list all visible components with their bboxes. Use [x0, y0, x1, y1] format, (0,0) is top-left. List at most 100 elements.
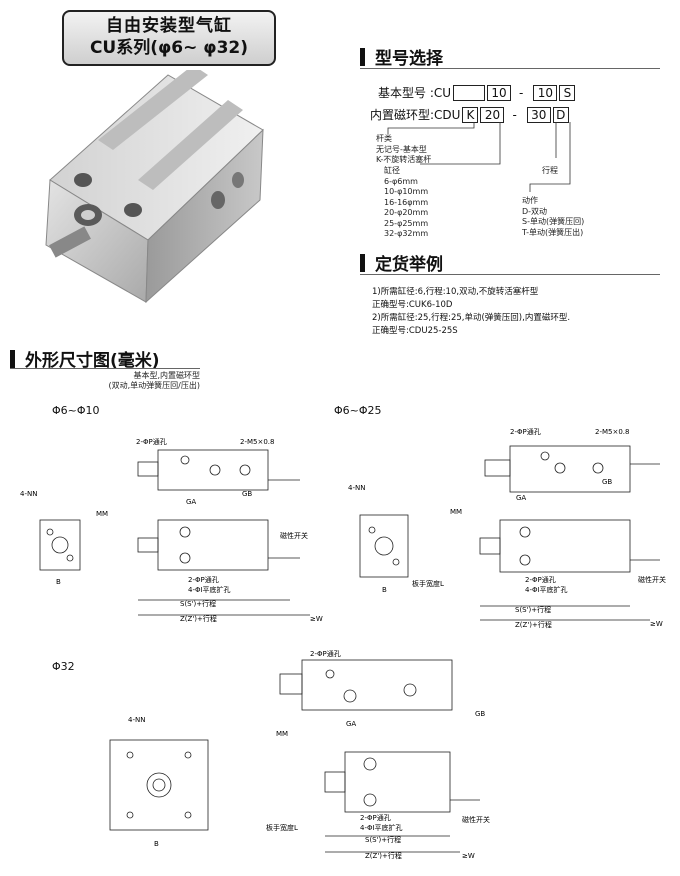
divider	[10, 368, 200, 369]
magnet-model-row: 内置磁环型:CDU K 20 - 30 D	[370, 106, 569, 123]
title-line2: CU系列(φ6~ φ32)	[89, 38, 249, 58]
order-line: 正确型号:CDU25-25S	[372, 326, 458, 336]
action-legend: 动作 D-双动 S-单动(弹簧压回) T-单动(弹簧压出)	[522, 196, 584, 238]
label-through-hole: 2-ΦP通孔	[360, 813, 391, 822]
legend-line: 16-16φmm	[384, 197, 429, 207]
label-through-hole: 2-ΦP通孔	[188, 575, 219, 584]
magnet-box-2: 20	[480, 106, 505, 123]
label-counterbore: 4-ΦI平底扩孔	[188, 585, 231, 594]
model-select-heading: 型号选择	[360, 44, 443, 69]
basic-box-3: 10	[533, 84, 558, 101]
legend-line: 6-φ6mm	[384, 176, 418, 186]
label-mm: MM	[96, 510, 108, 518]
order-example: 1)所需缸径:6,行程:10,双动,不旋转活塞杆型 正确型号:CUK6-10D …	[372, 286, 570, 338]
magnet-box-1: K	[462, 106, 479, 123]
label-w: ≥W	[310, 615, 323, 623]
magnet-model-label: 内置磁环型:CDU	[370, 108, 461, 122]
magnet-box-3: 30	[526, 106, 551, 123]
model-leader-lines	[387, 122, 571, 192]
label-through-hole: 2-ΦP通孔	[510, 427, 541, 436]
basic-box-4: S	[559, 84, 576, 101]
group-label-32: Φ32	[52, 660, 75, 673]
label-through-hole: 2-ΦP通孔	[310, 649, 341, 658]
label-w: ≥W	[650, 620, 663, 628]
dims-sub2: (双动,单动弹簧压回/压出)	[108, 381, 200, 390]
dims-heading: 外形尺寸图(毫米)	[10, 346, 160, 371]
legend-line: 10-φ10mm	[384, 187, 429, 196]
basic-model-row: 基本型号 :CU 10 - 10 S	[378, 84, 576, 101]
page-title: 自由安装型气缸 CU系列(φ6~ φ32)	[62, 10, 276, 66]
order-heading: 定货举例	[360, 250, 443, 275]
label-w: ≥W	[462, 852, 475, 860]
legend-line: 无记号-基本型	[376, 144, 427, 154]
stroke-legend: 行程	[542, 166, 558, 175]
basic-model-label: 基本型号 :CU	[378, 86, 452, 100]
title-line1: 自由安装型气缸	[106, 16, 232, 36]
legend-line: D-双动	[522, 206, 548, 216]
order-line: 1)所需缸径:6,行程:10,双动,不旋转活塞杆型	[372, 287, 539, 297]
legend-line: 缸径	[384, 166, 400, 175]
heading-bar	[360, 253, 365, 272]
label-switch: 磁性开关	[462, 815, 490, 824]
legend-line: 32-φ32mm	[384, 229, 429, 238]
label-gb: GB	[602, 478, 612, 486]
label-gb: GB	[475, 710, 485, 718]
basic-box-2: 10	[487, 84, 512, 101]
label-nn: 4-NN	[20, 490, 37, 498]
label-switch: 磁性开关	[638, 575, 666, 584]
legend-line: S-单动(弹簧压回)	[522, 217, 585, 226]
legend-line: 动作	[522, 196, 538, 205]
order-line: 2)所需缸径:25,行程:25,单动(弹簧压回),内置磁环型.	[372, 313, 571, 323]
label-mm: MM	[450, 508, 462, 516]
heading-bar	[10, 349, 15, 368]
dims-sub1: 基本型,内置磁环型	[133, 371, 200, 380]
label-ga: GA	[516, 494, 526, 502]
model-select-title: 型号选择	[375, 49, 443, 69]
label-through-hole: 2-ΦP通孔	[136, 437, 167, 446]
magnet-dash: -	[512, 107, 517, 122]
order-line: 正确型号:CUK6-10D	[372, 300, 453, 310]
legend-line: K-不旋转活塞杆	[376, 155, 432, 164]
magnet-box-4: D	[552, 106, 569, 123]
order-title: 定货举例	[375, 255, 443, 275]
label-m5: 2-M5×0.8	[240, 438, 274, 446]
rod-type-legend: 杆类 无记号-基本型 K-不旋转活塞杆	[376, 134, 431, 166]
cylinder-photo	[45, 70, 264, 304]
label-ga: GA	[346, 720, 356, 728]
label-nn: 4-NN	[348, 484, 365, 492]
heading-bar	[360, 47, 365, 66]
drawing-32: 2-ΦP通孔 4-NN MM 板手宽度L 磁性开关 2-ΦP通孔 4-ΦI平底扩…	[109, 649, 490, 860]
label-s-stroke: S(S')+行程	[515, 605, 551, 614]
label-nn: 4-NN	[128, 716, 145, 724]
label-wrench: 板手宽度L	[412, 579, 444, 588]
label-counterbore: 4-ΦI平底扩孔	[360, 823, 403, 832]
label-switch: 磁性开关	[280, 531, 308, 540]
label-s-stroke: S(S')+行程	[180, 599, 216, 608]
label-z-stroke: Z(Z')+行程	[365, 851, 402, 860]
label-b: B	[382, 586, 387, 594]
drawing-6-10: 2-ΦP通孔 2-M5×0.8 4-NN MM 磁性开关 2-ΦP通孔 4-ΦI…	[20, 437, 323, 623]
label-z-stroke: Z(Z')+行程	[180, 614, 217, 623]
label-b: B	[56, 578, 61, 586]
group-label-6-25: Φ6~Φ25	[334, 404, 382, 417]
label-mm: MM	[276, 730, 288, 738]
label-through-hole: 2-ΦP通孔	[525, 575, 556, 584]
label-wrench: 板手宽度L	[266, 823, 298, 832]
bore-legend: 缸径 6-φ6mm 10-φ10mm 16-16φmm 20-φ20mm 25-…	[384, 166, 428, 240]
legend-line: 25-φ25mm	[384, 218, 429, 228]
legend-line: T-单动(弹簧压出)	[522, 227, 584, 237]
label-b: B	[154, 840, 159, 848]
label-counterbore: 4-ΦI平底扩孔	[525, 585, 568, 594]
divider	[360, 68, 660, 69]
basic-dash: -	[519, 85, 524, 100]
drawing-6-25: 2-ΦP通孔 2-M5×0.8 4-NN MM 板手宽度L 磁性开关 2-ΦP通…	[348, 427, 666, 629]
basic-box-1	[453, 84, 486, 101]
legend-line: 杆类	[376, 134, 392, 143]
legend-line: 20-φ20mm	[384, 208, 429, 217]
label-s-stroke: S(S')+行程	[365, 835, 401, 844]
label-ga: GA	[186, 498, 196, 506]
group-label-6-10: Φ6~Φ10	[52, 404, 100, 417]
label-z-stroke: Z(Z')+行程	[515, 620, 552, 629]
label-gb: GB	[242, 490, 252, 498]
label-m5: 2-M5×0.8	[595, 428, 629, 436]
